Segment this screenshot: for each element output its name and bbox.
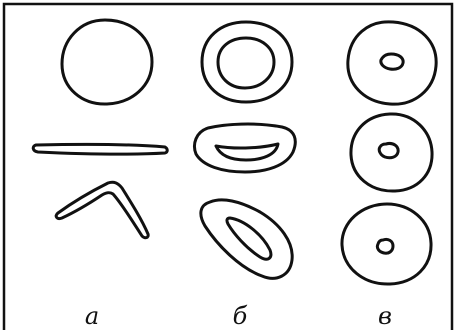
- shape-b-bowl-inner: [216, 144, 278, 160]
- shape-b-ring-inner: [218, 38, 274, 88]
- shape-a-bent-rod: [56, 182, 148, 238]
- column-label-b: б: [233, 304, 248, 328]
- shape-c-hole-1: [381, 54, 403, 69]
- shape-b-tilted-outer: [201, 200, 292, 278]
- shape-b-ring-outer: [202, 22, 292, 102]
- column-label-c: в: [378, 304, 392, 328]
- column-c-shapes: [342, 22, 436, 284]
- shape-a-disc: [62, 20, 152, 104]
- column-b-shapes: [195, 22, 296, 278]
- shape-a-rod: [33, 144, 167, 154]
- column-label-a: а: [85, 304, 99, 328]
- shape-c-hole-2: [379, 143, 398, 157]
- figure-frame: [4, 4, 452, 330]
- shape-c-disc-1: [348, 22, 436, 104]
- shape-b-tilted-inner: [227, 218, 271, 259]
- shape-c-disc-3: [342, 204, 431, 284]
- shape-c-hole-3: [377, 239, 393, 253]
- column-a-shapes: [33, 20, 167, 238]
- shape-c-disc-2: [351, 114, 432, 191]
